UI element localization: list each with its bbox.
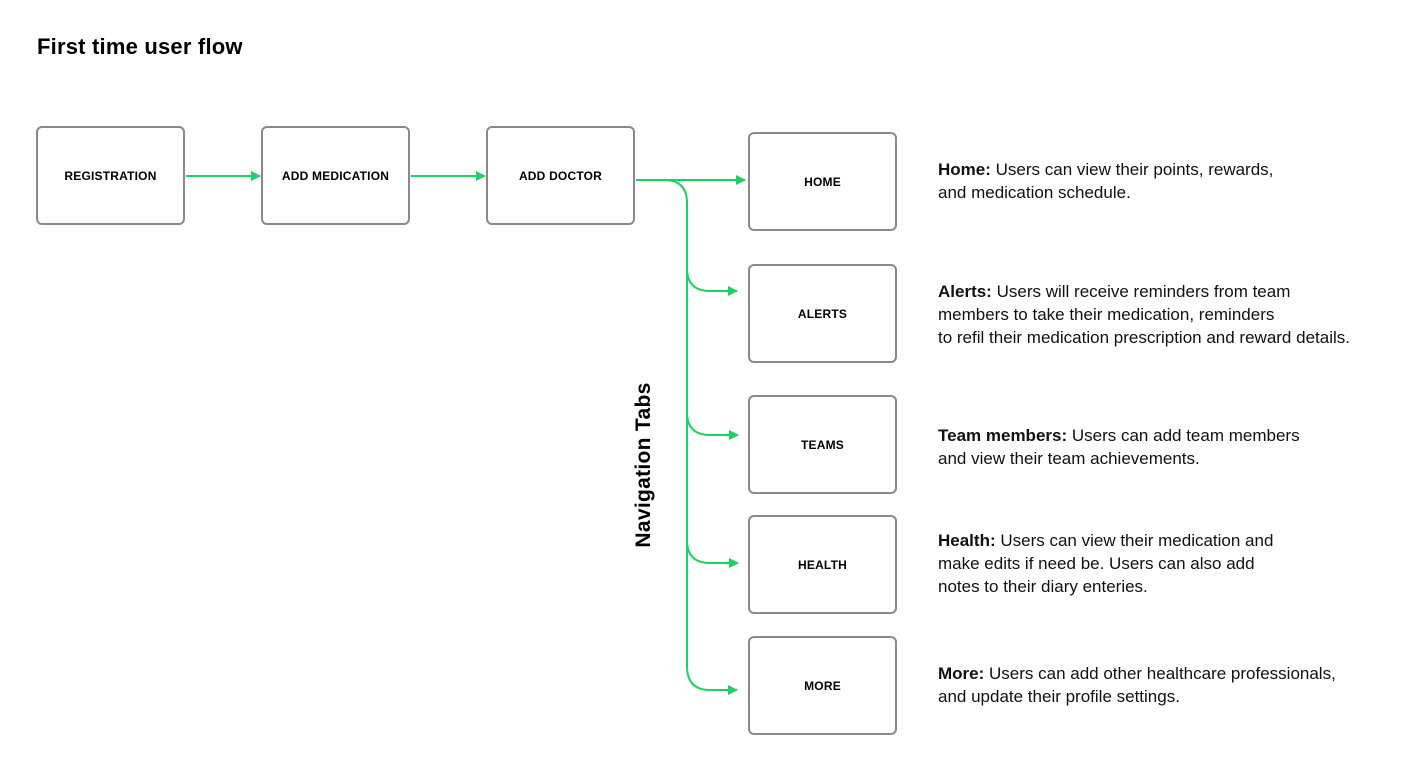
tab-health-box: HEALTH <box>748 515 897 614</box>
tab-more-label: MORE <box>804 678 841 693</box>
branch-trunk <box>663 179 711 691</box>
home-description-line: and medication schedule. <box>938 183 1131 202</box>
tab-health-label: HEALTH <box>798 557 847 572</box>
tab-alerts-label: ALERTS <box>797 306 848 321</box>
add-medication-label: ADD MEDICATION <box>281 168 390 183</box>
health-description-lead: Health: <box>938 531 996 550</box>
alerts-description-line: members to take their medication, remind… <box>938 305 1275 324</box>
tab-home-box: HOME <box>748 132 897 231</box>
page-title: First time user flow <box>37 34 243 59</box>
more-description-lead: More: <box>938 664 985 683</box>
add-doctor-label: ADD DOCTOR <box>518 168 603 183</box>
health-description-line: Users can view their medication and <box>995 531 1274 550</box>
health-description-line: notes to their diary enteries. <box>938 577 1148 596</box>
arrow-to-alerts <box>686 267 738 296</box>
home-description: Home: Users can view their points, rewar… <box>938 158 1273 204</box>
home-description-lead: Home: <box>938 160 991 179</box>
alerts-description: Alerts: Users will receive reminders fro… <box>938 280 1350 349</box>
teams-description-lead: Team members: <box>938 426 1068 445</box>
arrow-to-teams <box>686 411 739 440</box>
tab-teams-box: TEAMS <box>748 395 897 494</box>
add-doctor-box: ADD DOCTOR <box>486 126 635 225</box>
home-description-line: Users can view their points, rewards, <box>990 160 1274 179</box>
alerts-description-lead: Alerts: <box>938 282 992 301</box>
health-description: Health: Users can view their medication … <box>938 529 1273 598</box>
teams-description-line: and view their team achievements. <box>938 449 1200 468</box>
alerts-description-line: to refil their medication prescription a… <box>938 328 1350 347</box>
tab-more-box: MORE <box>748 636 897 735</box>
tab-teams-label: TEAMS <box>801 437 844 452</box>
teams-description-line: Users can add team members <box>1067 426 1300 445</box>
more-description-line: Users can add other healthcare professio… <box>984 664 1336 683</box>
navigation-tabs-label: Navigation Tabs <box>632 382 655 548</box>
registration-box: REGISTRATION <box>36 126 185 225</box>
registration-label: REGISTRATION <box>64 168 157 183</box>
add-medication-box: ADD MEDICATION <box>261 126 410 225</box>
alerts-description-line: Users will receive reminders from team <box>991 282 1291 301</box>
teams-description: Team members: Users can add team members… <box>938 424 1300 470</box>
more-description-line: and update their profile settings. <box>938 687 1180 706</box>
tab-home-label: HOME <box>804 174 841 189</box>
more-description: More: Users can add other healthcare pro… <box>938 662 1336 708</box>
health-description-line: make edits if need be. Users can also ad… <box>938 554 1255 573</box>
arrow-to-health <box>686 539 739 568</box>
tab-alerts-box: ALERTS <box>748 264 897 363</box>
